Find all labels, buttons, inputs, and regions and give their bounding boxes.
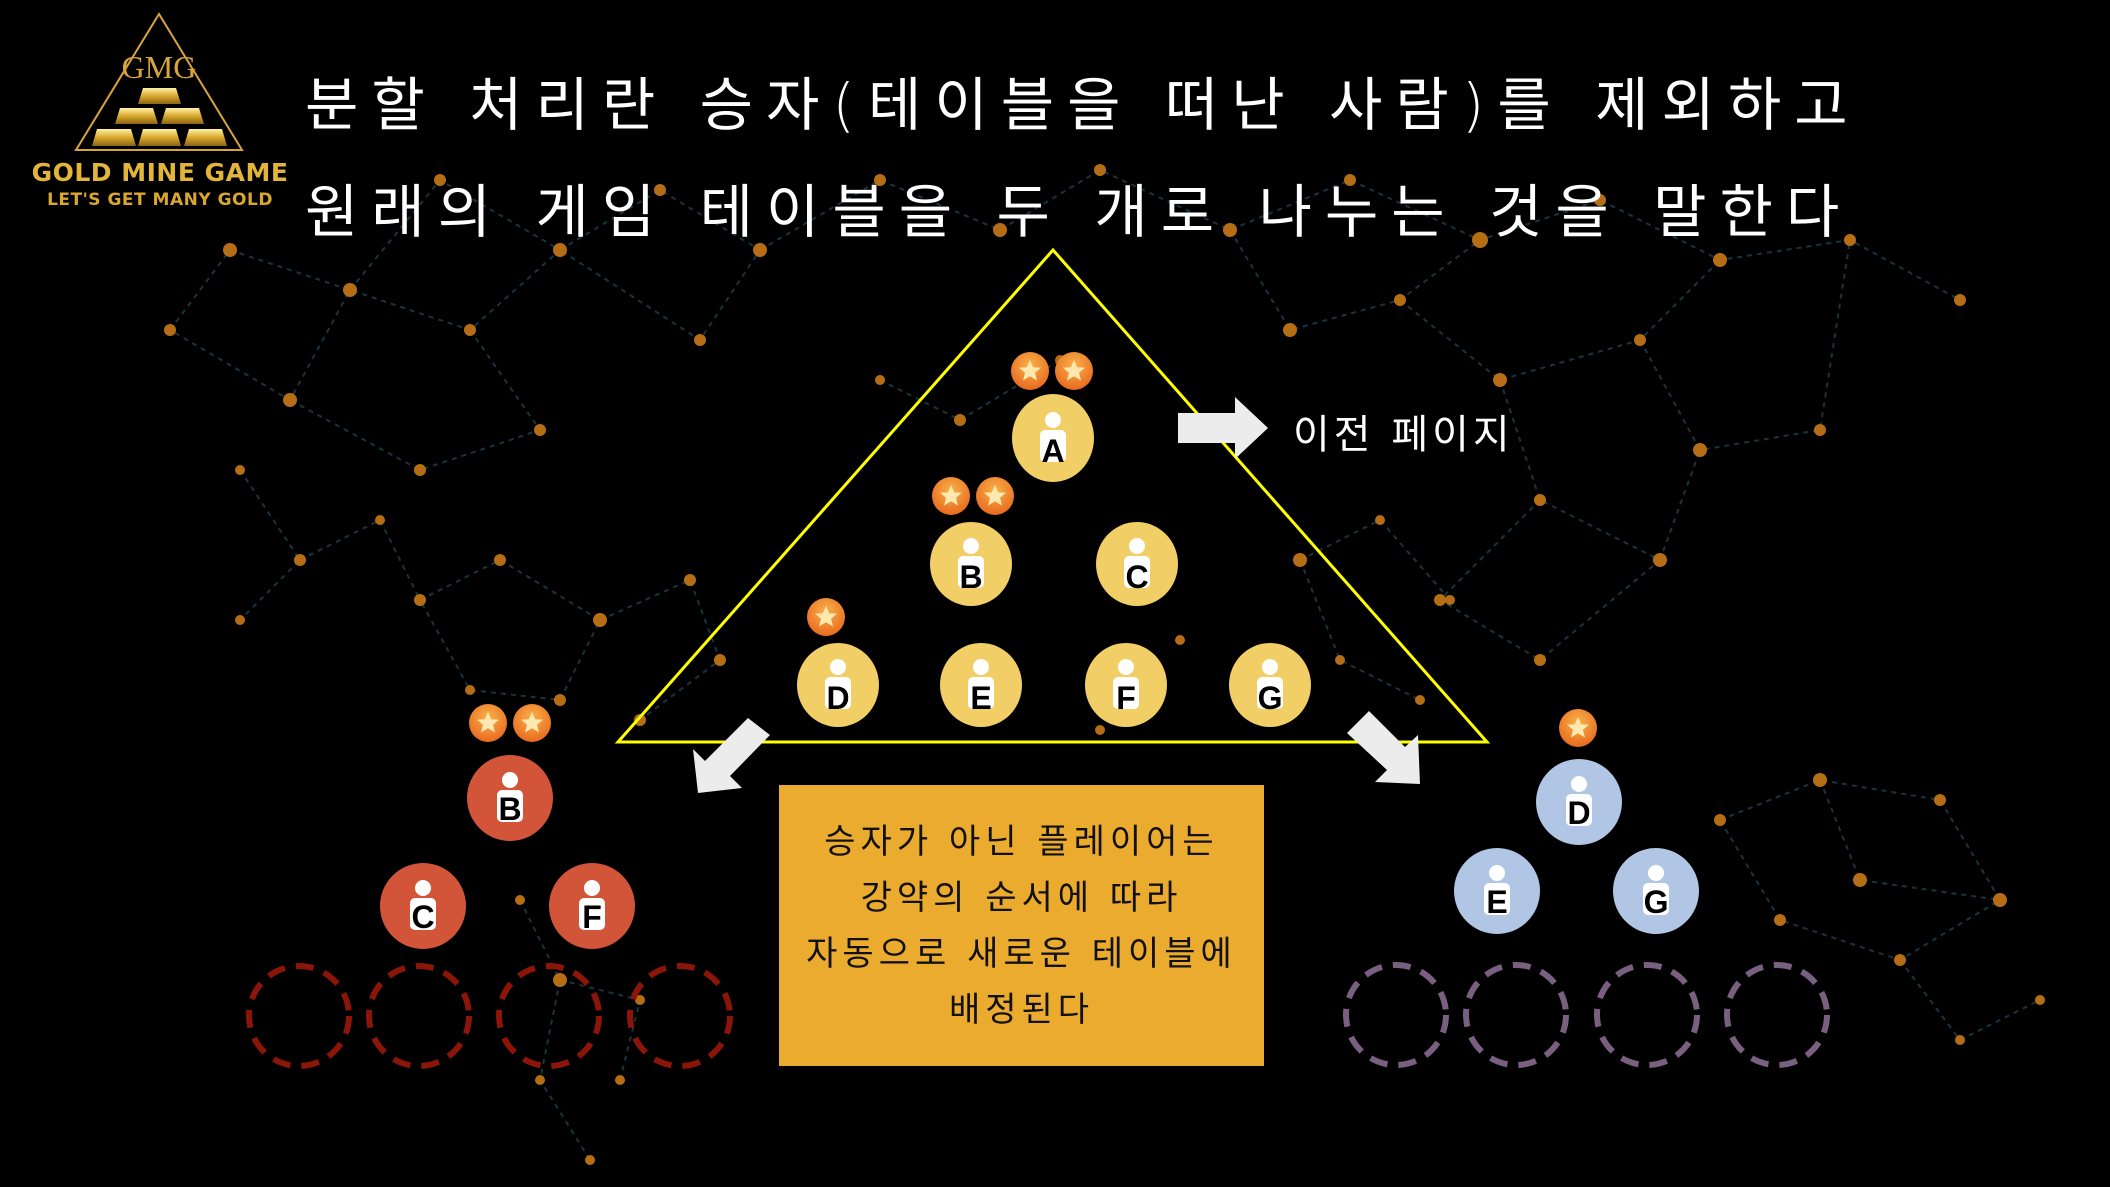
svg-text:G: G xyxy=(1258,680,1283,716)
logo: GMG xyxy=(74,12,244,151)
svg-text:F: F xyxy=(1116,680,1136,716)
svg-text:D: D xyxy=(1567,795,1590,831)
empty-seat xyxy=(1594,962,1700,1068)
svg-text:E: E xyxy=(970,680,991,716)
empty-seat xyxy=(1463,962,1569,1068)
node-G: G xyxy=(1229,643,1311,727)
empty-seat xyxy=(496,963,602,1069)
right-arrow-icon[interactable] xyxy=(1178,397,1268,459)
node-C: C xyxy=(380,863,466,949)
node-E: E xyxy=(940,643,1022,727)
star-badge-icon xyxy=(976,477,1014,515)
star-badge-icon xyxy=(1055,352,1093,390)
svg-text:D: D xyxy=(826,680,849,716)
node-A: A xyxy=(1012,394,1094,482)
split-right-arrow-icon xyxy=(1347,711,1420,784)
network-background xyxy=(164,164,2045,1165)
info-line: 승자가 아닌 플레이어는 xyxy=(824,821,1219,862)
star-badge-icon xyxy=(513,704,551,742)
logo-monogram: GMG xyxy=(122,49,197,85)
info-line: 강약의 순서에 따라 xyxy=(860,877,1183,918)
right-table: D E G xyxy=(1343,709,1830,1068)
star-badge-icon xyxy=(1011,352,1049,390)
svg-text:C: C xyxy=(1125,559,1148,595)
node-B: B xyxy=(930,522,1012,606)
node-F: F xyxy=(1085,643,1167,727)
page-title-line-1: 분할 처리란 승자(테이블을 떠난 사람)를 제외하고 xyxy=(305,71,1861,139)
page-title-line-2: 원래의 게임 테이블을 두 개로 나누는 것을 말한다 xyxy=(305,178,1853,246)
node-E: E xyxy=(1454,848,1540,934)
original-table-nodes: A B C D E F G xyxy=(797,352,1311,727)
logo-title: GOLD MINE GAME xyxy=(31,158,289,187)
star-badge-icon xyxy=(932,477,970,515)
svg-text:F: F xyxy=(582,899,602,935)
svg-text:B: B xyxy=(959,559,982,595)
node-F: F xyxy=(549,863,635,949)
star-badge-icon xyxy=(807,598,845,636)
info-line: 자동으로 새로운 테이블에 xyxy=(806,933,1237,974)
logo-tagline: LET'S GET MANY GOLD xyxy=(47,190,273,210)
svg-text:C: C xyxy=(411,899,434,935)
star-badge-icon xyxy=(1559,709,1597,747)
info-box: 승자가 아닌 플레이어는 강약의 순서에 따라 자동으로 새로운 테이블에 배정… xyxy=(779,785,1264,1066)
node-D: D xyxy=(1536,759,1622,845)
node-C: C xyxy=(1096,522,1178,606)
star-badge-icon xyxy=(469,704,507,742)
node-D: D xyxy=(797,643,879,727)
info-line: 배정된다 xyxy=(948,989,1095,1030)
node-G: G xyxy=(1613,848,1699,934)
original-table-border xyxy=(614,247,1491,744)
prev-page-link[interactable]: 이전 페이지 xyxy=(1293,412,1514,458)
svg-text:B: B xyxy=(498,791,521,827)
empty-seat xyxy=(627,963,733,1069)
svg-text:G: G xyxy=(1644,884,1669,920)
empty-seat xyxy=(366,963,472,1069)
split-left-arrow-icon xyxy=(693,718,770,793)
left-table: B C F xyxy=(246,704,733,1069)
svg-text:E: E xyxy=(1486,884,1507,920)
empty-seat xyxy=(1724,962,1830,1068)
node-B: B xyxy=(467,755,553,841)
empty-seat xyxy=(246,963,352,1069)
empty-seat xyxy=(1343,962,1449,1068)
svg-text:A: A xyxy=(1041,433,1064,469)
